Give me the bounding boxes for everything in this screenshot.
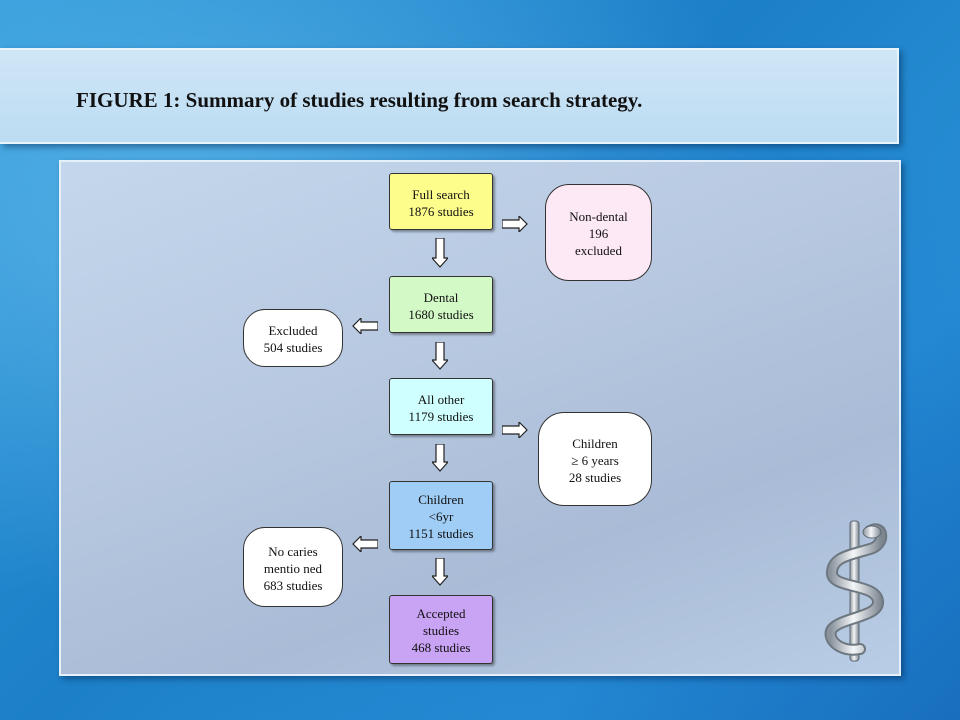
- node-non-dental-label: Non-dental 196 excluded: [569, 209, 628, 258]
- node-children-6-plus-label: Children ≥ 6 years 28 studies: [568, 435, 622, 485]
- node-dental-label: Dental 1680 studies: [408, 289, 474, 322]
- node-no-caries-label: No caries mentio ned 683 studies: [263, 543, 323, 593]
- node-children-under-6: Children <6yr 1151 studies: [389, 481, 493, 550]
- node-children-under-6-label: Children <6yr 1151 studies: [408, 492, 474, 541]
- node-no-caries: No caries mentio ned 683 studies: [243, 527, 343, 607]
- node-accepted: Accepted studies 468 studies: [389, 595, 493, 664]
- node-accepted-label: Accepted studies 468 studies: [411, 606, 471, 655]
- arrow-right-1: [502, 216, 528, 232]
- figure-title: FIGURE 1: Summary of studies resulting f…: [76, 88, 643, 112]
- arrow-down-4: [432, 558, 448, 586]
- arrow-down-2: [432, 342, 448, 370]
- node-full-search: Full search 1876 studies: [389, 173, 493, 230]
- node-full-search-label: Full search 1876 studies: [408, 186, 474, 219]
- node-children-6-plus: Children ≥ 6 years 28 studies: [538, 412, 652, 506]
- arrow-right-2: [502, 422, 528, 438]
- node-excluded: Excluded 504 studies: [243, 309, 343, 367]
- arrow-down-3: [432, 444, 448, 472]
- title-panel: FIGURE 1: Summary of studies resulting f…: [0, 48, 899, 144]
- node-all-other-label: All other 1179 studies: [408, 391, 474, 424]
- node-all-other: All other 1179 studies: [389, 378, 493, 435]
- arrow-left-2: [352, 536, 378, 552]
- node-dental: Dental 1680 studies: [389, 276, 493, 333]
- caduceus-icon: [824, 520, 888, 662]
- node-non-dental: Non-dental 196 excluded: [545, 184, 652, 281]
- arrow-down-1: [432, 238, 448, 268]
- node-excluded-label: Excluded 504 studies: [263, 323, 323, 355]
- arrow-left-1: [352, 318, 378, 334]
